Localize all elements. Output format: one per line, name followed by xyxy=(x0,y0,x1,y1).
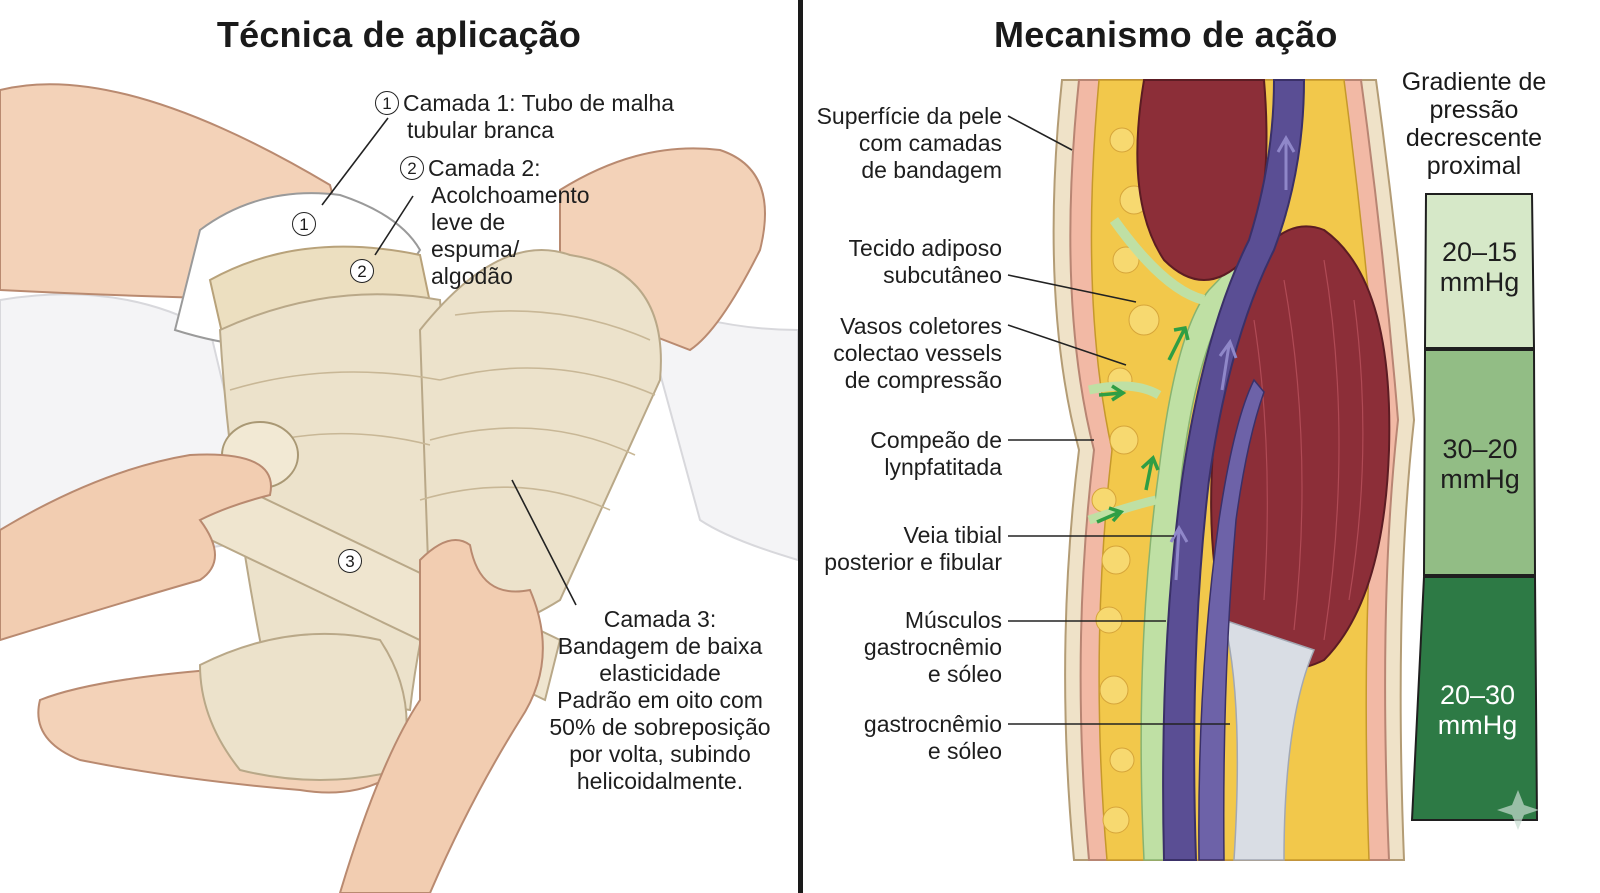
bandage-wrap-lines xyxy=(229,310,656,511)
lymph-branch-mid xyxy=(1088,381,1162,399)
ankle-figure-eight-wrap xyxy=(198,632,408,781)
label-lymphatic: Compeão de lynpfatitada xyxy=(870,427,1002,480)
label-muscles: Músculos gastrocnêmio e sóleo xyxy=(863,607,1002,687)
leg-bandaging-illustration xyxy=(0,83,798,893)
mechanism-leader-lines xyxy=(1007,115,1230,725)
label-tibial-vein: Veia tibial posterior e fibular xyxy=(824,522,1002,575)
layer1-number: 1 xyxy=(375,91,399,115)
gradient-segment-high xyxy=(1410,576,1539,821)
mechanism-panel: Mecanismo de ação Superfície da pele com… xyxy=(804,0,1600,893)
sparkle-icon xyxy=(1497,790,1539,830)
upper-muscle xyxy=(1136,79,1268,281)
tibial-vein xyxy=(1162,79,1306,861)
marker-1: 1 xyxy=(292,212,320,237)
achilles-tendon xyxy=(1222,618,1316,861)
gradient-label-low: 20–15 mmHg xyxy=(1439,237,1520,297)
gradient-title: Gradiente de pressão decrescente proxima… xyxy=(1401,68,1547,180)
fibular-vein xyxy=(1198,378,1265,861)
fat-lobules xyxy=(1091,127,1160,834)
pressure-gradient-bar xyxy=(1410,193,1539,830)
lymph-branch-upper xyxy=(1109,217,1206,305)
right-hand xyxy=(338,539,544,893)
label-collector-vessels: Vasos coletores colectao vessels de comp… xyxy=(833,313,1002,393)
lymph-branch-lower xyxy=(1087,495,1158,525)
marker-2: 2 xyxy=(350,259,378,284)
layer2-number: 2 xyxy=(400,156,424,180)
marker-3: 3 xyxy=(338,549,366,574)
lymph-flow-arrows xyxy=(1096,325,1190,524)
panel-divider xyxy=(798,0,803,893)
page-title: Técnica de aplicação xyxy=(216,14,582,55)
gradient-label-high: 20–30 mmHg xyxy=(1437,680,1518,740)
layer3-label: Camada 3: Bandagem de baixa elasticidade… xyxy=(549,606,771,794)
gastrocnemius-muscle xyxy=(1210,225,1391,670)
leader-lines xyxy=(321,117,577,606)
mechanism-title: Mecanismo de ação xyxy=(994,14,1338,55)
muscle-fibers xyxy=(1253,259,1364,641)
label-skin-surface: Superfície da pele com camadas de bandag… xyxy=(816,103,1002,183)
vein-flow-arrows xyxy=(1169,134,1296,581)
gradient-label-mid: 30–20 mmHg xyxy=(1440,434,1520,494)
label-muscles-lower: gastrocnêmio e sóleo xyxy=(863,711,1002,764)
left-hand xyxy=(0,453,272,642)
gradient-segment-mid xyxy=(1422,349,1537,576)
gradient-segment-low xyxy=(1423,193,1536,349)
label-subcutaneous-fat: Tecido adiposo subcutâneo xyxy=(848,235,1002,288)
leg-cross-section-illustration xyxy=(1007,79,1539,861)
